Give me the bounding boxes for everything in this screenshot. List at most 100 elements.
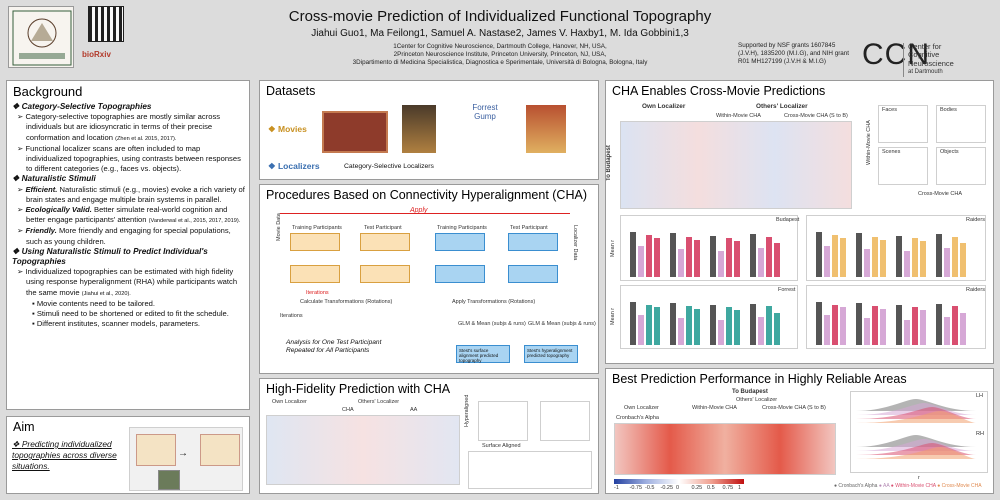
bar-title-raiders-1: Raiders bbox=[966, 217, 985, 223]
scatter-faces bbox=[878, 105, 928, 143]
bar-mark bbox=[758, 316, 764, 345]
training-label-2: Training Participants bbox=[437, 225, 487, 231]
colorbar-tick: 1 bbox=[738, 485, 742, 491]
bar-mark bbox=[710, 305, 716, 345]
heading-category-selective: ❖ Category-Selective Topographies bbox=[12, 102, 152, 111]
bullet-4: ➢ Ecologically Valid. Better simulate re… bbox=[17, 205, 241, 225]
localizers-caption: Category-Selective Localizers bbox=[344, 163, 434, 170]
bar-mark bbox=[694, 240, 700, 277]
bar-mark bbox=[920, 310, 926, 345]
hifi-xlabel: Surface Aligned bbox=[482, 443, 521, 449]
bar-mark bbox=[734, 310, 740, 345]
bullet-3: ➢ Efficient. Naturalistic stimuli (e.g.,… bbox=[17, 184, 245, 204]
bar-mark bbox=[944, 247, 950, 277]
bar-mark bbox=[872, 236, 878, 277]
aim-illustration: → bbox=[129, 427, 243, 491]
affiliation-2: 2Princeton Neuroscience Institute, Princ… bbox=[393, 51, 607, 58]
bar-mark bbox=[670, 302, 676, 345]
iterations-label: Iterations bbox=[280, 313, 303, 319]
bar-mark bbox=[678, 318, 684, 345]
bar-mark bbox=[952, 236, 958, 277]
bar-mark bbox=[832, 235, 838, 277]
bar-mark bbox=[856, 233, 862, 277]
bar-mark bbox=[880, 309, 886, 345]
cross-title: CHA Enables Cross-Movie Predictions bbox=[612, 84, 826, 98]
bar-mark bbox=[816, 232, 822, 277]
localizer-data-label: Localizer Data bbox=[572, 225, 578, 261]
bar-mark bbox=[880, 240, 886, 277]
iterations-red-label: Iterations bbox=[306, 290, 329, 296]
bar-mark bbox=[872, 306, 878, 345]
hifi-scatter-1 bbox=[478, 401, 528, 441]
bar-mark bbox=[758, 247, 764, 277]
bar-mark bbox=[856, 302, 862, 345]
test-label-1: Test Participant bbox=[364, 225, 402, 231]
ridge-curve bbox=[856, 411, 976, 423]
bar-mark bbox=[960, 243, 966, 277]
bar-mark bbox=[766, 236, 772, 277]
bullet-1: ➢ Category-selective topographies are mo… bbox=[17, 112, 221, 142]
hifi-brain-maps bbox=[266, 415, 460, 485]
background-title: Background bbox=[13, 84, 83, 99]
bar-mark bbox=[638, 315, 644, 345]
bar-mark bbox=[710, 235, 716, 277]
bar-mark bbox=[936, 234, 942, 277]
bar-title-forrest: Forrest bbox=[778, 287, 796, 293]
heading-using-naturalistic: ❖ Using Naturalistic Stimuli to Predict … bbox=[12, 246, 208, 267]
bars-top-right-row bbox=[816, 221, 976, 277]
best-others: Others' Localizer bbox=[736, 397, 778, 403]
ccn-logo: CCN bbox=[862, 38, 930, 71]
bar-mark bbox=[936, 303, 942, 345]
test-label-2: Test Participant bbox=[510, 225, 548, 231]
bar-mark bbox=[832, 304, 838, 345]
best-cross: Cross-Movie CHA (S to B) bbox=[762, 405, 826, 411]
heading-naturalistic: ❖ Naturalistic Stimuli bbox=[12, 174, 96, 184]
datasets-panel: Datasets ❖ Movies ❖ Localizers Forrest G… bbox=[259, 80, 599, 180]
scatter-xlabel: Cross-Movie CHA bbox=[918, 191, 963, 197]
bar-mark bbox=[912, 307, 918, 345]
funding-note: Supported by NSF grants 1607845 (J.V.H),… bbox=[738, 42, 850, 65]
dartmouth-seal-logo bbox=[8, 6, 74, 68]
scatter-label-bodies: Bodies bbox=[940, 107, 957, 113]
aim-panel: Aim ❖ Predicting individualized topograp… bbox=[6, 416, 250, 494]
bar-mark bbox=[864, 318, 870, 345]
colorbar-tick: 0.5 bbox=[707, 485, 715, 491]
bar-mark bbox=[750, 303, 756, 345]
aim-title: Aim bbox=[13, 420, 35, 434]
output-hyper-box: Stest's hyperalignment predicted topogra… bbox=[524, 345, 578, 363]
bar-ylabel-1: Mean r bbox=[610, 239, 616, 257]
bar-mark bbox=[824, 246, 830, 277]
cross-movie-panel: CHA Enables Cross-Movie Predictions Own … bbox=[605, 80, 994, 364]
bar-mark bbox=[840, 307, 846, 345]
bar-mark bbox=[718, 251, 724, 277]
budapest-poster bbox=[322, 111, 388, 153]
raiders-poster-2 bbox=[526, 105, 566, 153]
hifi-ylabel: Hyperaligned bbox=[464, 394, 470, 427]
bar-mark bbox=[654, 237, 660, 277]
hifi-cha-label: CHA bbox=[342, 407, 354, 413]
bar-ylabel-2: Mean r bbox=[610, 307, 616, 325]
ridge-curves bbox=[856, 397, 976, 467]
bar-mark bbox=[718, 320, 724, 345]
cross-own-label: Own Localizer bbox=[642, 103, 686, 110]
bar-title-raiders-2: Raiders bbox=[966, 287, 985, 293]
scatter-label-faces: Faces bbox=[882, 107, 897, 113]
rh-label: RH bbox=[976, 431, 984, 437]
output-surface-box: Stest's surface alignment predicted topo… bbox=[456, 345, 510, 363]
ridge-curve bbox=[856, 447, 976, 459]
bar-mark bbox=[766, 306, 772, 345]
colorbar-tick: -0.5 bbox=[645, 485, 655, 491]
affiliation-1: 1Center for Cognitive Neuroscience, Dart… bbox=[393, 43, 607, 50]
bar-mark bbox=[774, 243, 780, 277]
localizers-label: ❖ Localizers bbox=[268, 161, 320, 171]
bar-mark bbox=[824, 315, 830, 345]
colorbar bbox=[614, 479, 744, 484]
best-prediction-panel: Best Prediction Performance in Highly Re… bbox=[605, 368, 994, 494]
hifi-aa-label: AA bbox=[410, 407, 418, 413]
bar-mark bbox=[816, 301, 822, 345]
scatter-label-scenes: Scenes bbox=[882, 149, 901, 155]
bar-mark bbox=[904, 320, 910, 345]
colorbar-tick: -0.75 bbox=[629, 485, 643, 491]
qr-code-icon[interactable] bbox=[88, 6, 124, 42]
bar-mark bbox=[694, 309, 700, 345]
